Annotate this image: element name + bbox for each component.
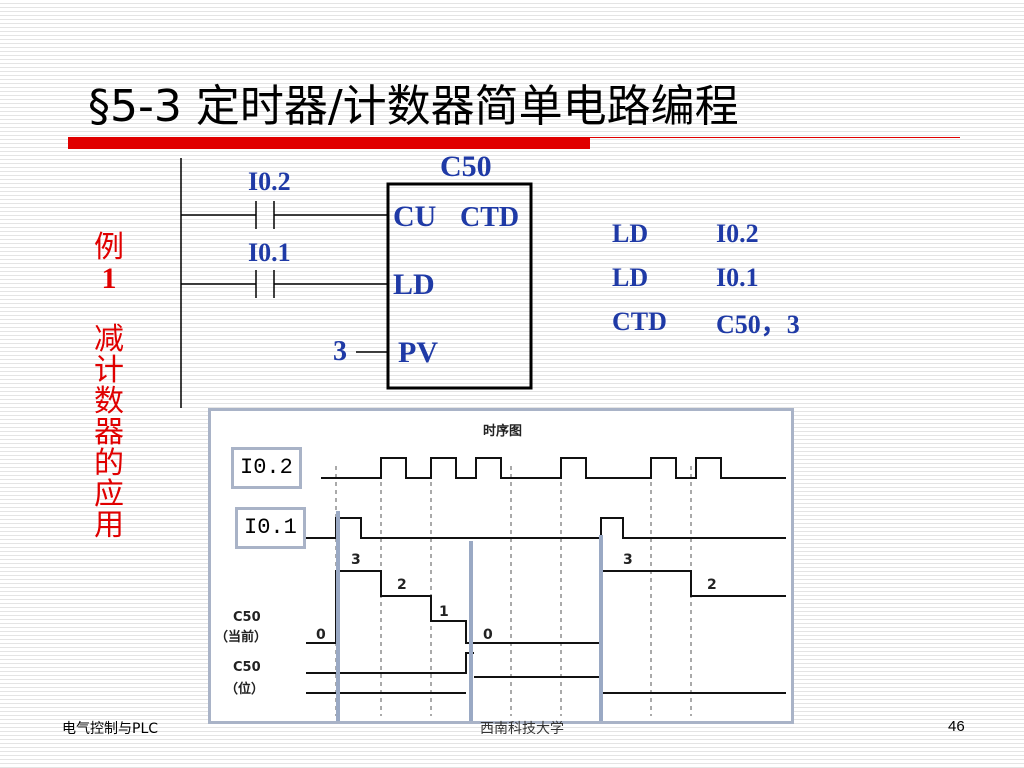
pin-cu: CU <box>393 200 437 233</box>
count-label: 3 <box>623 552 633 568</box>
signal-i01-label: I0.1 <box>235 507 306 549</box>
stl-listing: LD I0.2 LD I0.1 CTD C50，3 <box>612 212 800 344</box>
example-label-char: 的 <box>94 446 124 481</box>
count-zero-label: 0 <box>316 627 326 643</box>
title-underline-thick <box>68 137 590 149</box>
c50-bit-sub: （位） <box>225 681 264 697</box>
pv-value: 3 <box>333 336 347 367</box>
stl-op: CTD <box>612 307 667 336</box>
timing-waveforms: 时序图 C50 （当前） <box>215 423 786 721</box>
footer-university: 西南科技大学 <box>480 721 564 737</box>
i01-waveform <box>306 517 786 539</box>
signal-i02-label: I0.2 <box>231 447 302 489</box>
stl-op: LD <box>612 219 649 248</box>
footer-page-number: 46 <box>948 718 965 735</box>
timing-diagram: 时序图 C50 （当前） <box>208 408 794 724</box>
contact1-label: I0.2 <box>248 167 291 196</box>
example-label-number: 1 <box>101 262 117 295</box>
c50-current-sub: （当前） <box>215 629 267 645</box>
example-label-char: 应 <box>94 477 124 512</box>
stl-arg: C50，3 <box>716 309 800 339</box>
c50-bit-waveform <box>306 652 474 674</box>
example-label-char: 减 <box>94 322 124 357</box>
counter-name: C50 <box>440 150 492 183</box>
count-label: 3 <box>351 552 361 568</box>
pin-pv: PV <box>398 336 438 369</box>
example-label-char: 计 <box>94 353 124 388</box>
c50-current-waveform <box>306 570 786 644</box>
count-label: 2 <box>397 577 407 593</box>
count-label: 0 <box>483 627 493 643</box>
counter-box <box>386 182 533 390</box>
stl-arg: I0.2 <box>716 219 759 248</box>
timing-title: 时序图 <box>483 423 522 439</box>
count-label: 2 <box>707 577 717 593</box>
footer-course: 电气控制与PLC <box>62 721 159 737</box>
counter-type: CTD <box>460 202 520 233</box>
stl-row: CTD C50，3 <box>612 300 800 344</box>
pin-ld: LD <box>393 268 435 301</box>
example-label-char: 数 <box>94 384 124 419</box>
example-label: 例 1 减 计 数 器 的 应 用 <box>91 232 127 541</box>
c50-bit-label: C50 <box>233 660 261 675</box>
stl-row: LD I0.1 <box>612 256 800 300</box>
title-underline-thin <box>590 137 960 138</box>
stl-arg: I0.1 <box>716 263 759 292</box>
count-label: 1 <box>439 604 449 620</box>
example-label-char: 用 <box>94 508 124 543</box>
highlight-columns <box>336 511 603 721</box>
stl-op: LD <box>612 263 649 292</box>
i02-waveform <box>321 457 786 479</box>
stl-row: LD I0.2 <box>612 212 800 256</box>
example-label-line1: 例 <box>94 230 124 265</box>
contact2-label: I0.1 <box>248 238 291 267</box>
page-title: §5-3 定时器/计数器简单电路编程 <box>88 81 739 132</box>
time-markers <box>335 466 692 716</box>
example-label-char: 器 <box>94 415 124 450</box>
c50-current-label: C50 <box>233 610 261 625</box>
